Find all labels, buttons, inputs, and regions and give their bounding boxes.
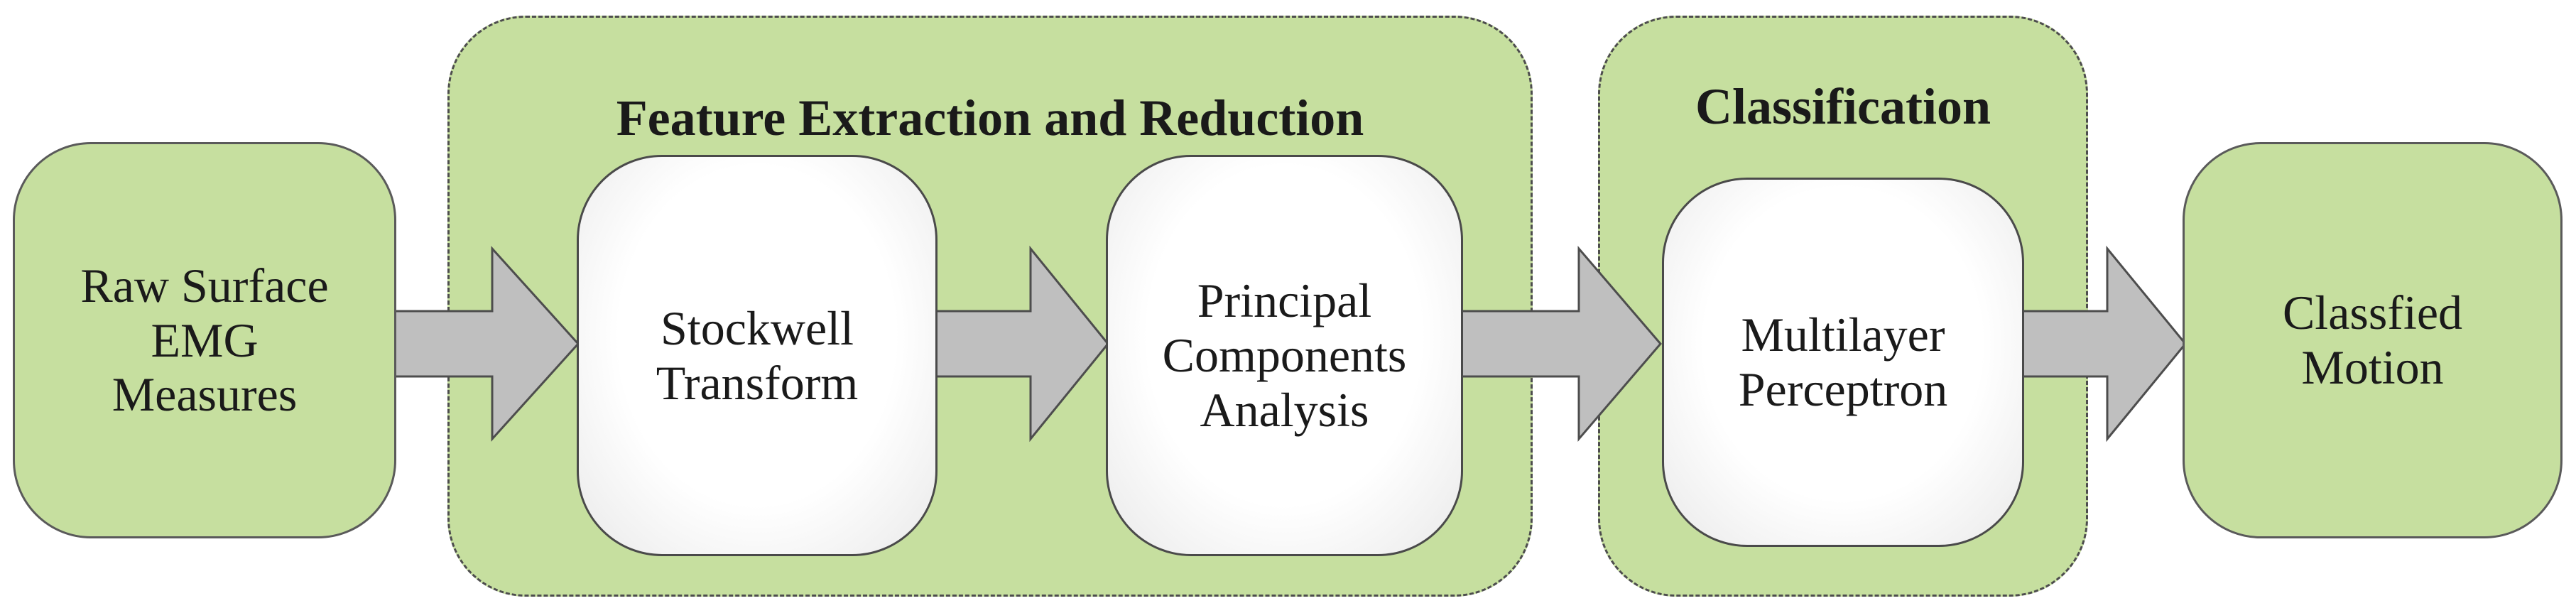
- stockwell-transform-node: Stockwell Transform: [577, 155, 938, 556]
- principal-components-analysis-node: Principal Components Analysis: [1106, 155, 1463, 556]
- multilayer-perceptron-label: Multilayer Perceptron: [1738, 308, 1948, 416]
- stockwell-transform-label: Stockwell Transform: [656, 300, 859, 410]
- classification-group-title: Classification: [1695, 78, 1991, 135]
- multilayer-perceptron-node: Multilayer Perceptron: [1662, 178, 2024, 547]
- arrow-stockwell-to-pca: [933, 245, 1109, 443]
- principal-components-analysis-label: Principal Components Analysis: [1162, 273, 1407, 437]
- arrow-pca-to-mlp: [1457, 245, 1662, 443]
- arrow-mlp-to-output: [2019, 245, 2187, 443]
- raw-emg-input-node: Raw Surface EMG Measures: [13, 142, 396, 538]
- feature-extraction-group-title: Feature Extraction and Reduction: [616, 89, 1364, 146]
- raw-emg-input-label: Raw Surface EMG Measures: [80, 258, 329, 422]
- arrow-input-to-stockwell: [389, 246, 580, 442]
- classified-motion-output-node: Classfied Motion: [2183, 142, 2563, 538]
- classified-motion-output-label: Classfied Motion: [2282, 286, 2463, 394]
